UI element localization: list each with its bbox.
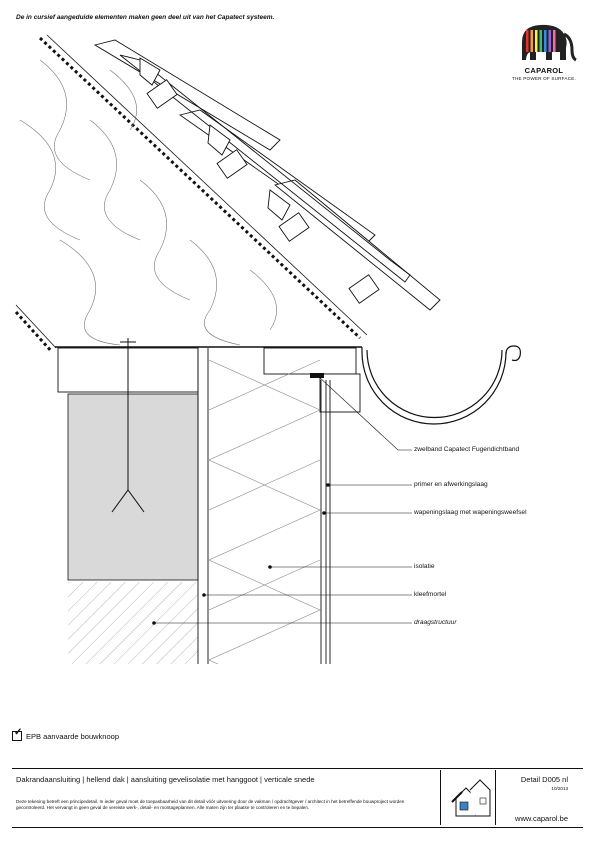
label-primer: primer en afwerkingslaag	[414, 481, 488, 488]
logo-stripe	[544, 30, 547, 52]
epb-note: ✓ EPB aanvaarde bouwknoop	[12, 728, 119, 741]
footer-title: Dakrandaansluiting | hellend dak | aansl…	[16, 775, 315, 784]
section-drawing	[14, 34, 521, 664]
sealing-tape	[310, 373, 324, 378]
hanging-gutter	[361, 345, 521, 425]
logo-stripe	[557, 30, 560, 52]
detail-code: Detail D005 nl	[520, 775, 568, 784]
footer-divider	[495, 770, 496, 825]
house-icon	[451, 779, 491, 817]
brand-tagline: THE POWER OF SURFACE.	[512, 76, 576, 81]
load-bearing-wall	[67, 338, 199, 664]
brand-name: CAPAROL	[524, 66, 564, 75]
header-note: De in cursief aangeduide elementen maken…	[16, 14, 275, 21]
footer-divider	[440, 770, 441, 825]
logo-stripe	[548, 30, 551, 52]
logo-stripe	[539, 30, 542, 52]
footer-frame	[12, 768, 583, 828]
logo-stripe	[553, 30, 556, 52]
label-isolatie: isolatie	[414, 563, 435, 570]
roof-tiles	[93, 39, 441, 311]
label-wapening: wapeningslaag met wapeningsweefsel	[414, 509, 527, 516]
leader-lines	[152, 375, 412, 625]
checkbox-icon: ✓	[12, 728, 22, 741]
roof-battens	[146, 79, 380, 304]
wall-plate	[55, 346, 362, 413]
adhesive-mortar	[197, 348, 209, 664]
label-kleefmortel: kleefmortel	[414, 591, 447, 598]
label-draagstructuur: draagstructuur	[414, 619, 457, 626]
logo-stripe	[526, 30, 529, 52]
render-layers	[320, 380, 331, 664]
detail-date: 10/2013	[551, 786, 568, 791]
website-link[interactable]: www.caparol.be	[515, 814, 568, 823]
logo-stripe	[535, 30, 538, 52]
footer-disclaimer: Deze tekening betreft een principedetail…	[16, 799, 405, 810]
roof-membrane	[14, 34, 368, 354]
facade-insulation	[209, 359, 321, 664]
brand-block: CAPAROL THE POWER OF SURFACE.	[508, 20, 580, 81]
logo-stripe	[530, 30, 533, 52]
label-zwelband: zwelband Capatect Fugendichtband	[414, 446, 520, 453]
roof-insulation	[19, 59, 277, 346]
epb-label: EPB aanvaarde bouwknoop	[26, 731, 119, 741]
caparol-elephant-logo	[522, 24, 577, 62]
